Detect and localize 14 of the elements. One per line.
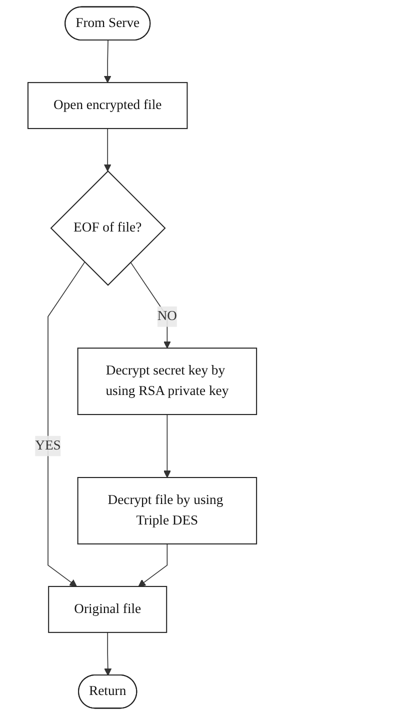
node-box: Open encrypted file [27,82,188,130]
node-diamond: EOF of file? [50,170,166,286]
edge-label: YES [35,438,61,453]
arrow [48,262,86,587]
node-box: Original file [48,586,168,633]
arrow [130,262,171,348]
node-box: Decrypt secret key by using RSA private key [77,348,258,416]
edge-label: NO [157,308,178,324]
node-box: Decrypt file by using Triple DES [77,477,258,544]
arrow [163,414,171,478]
arrow [104,128,112,172]
arrow [104,40,112,83]
arrow [104,632,112,676]
arrow [138,543,168,587]
